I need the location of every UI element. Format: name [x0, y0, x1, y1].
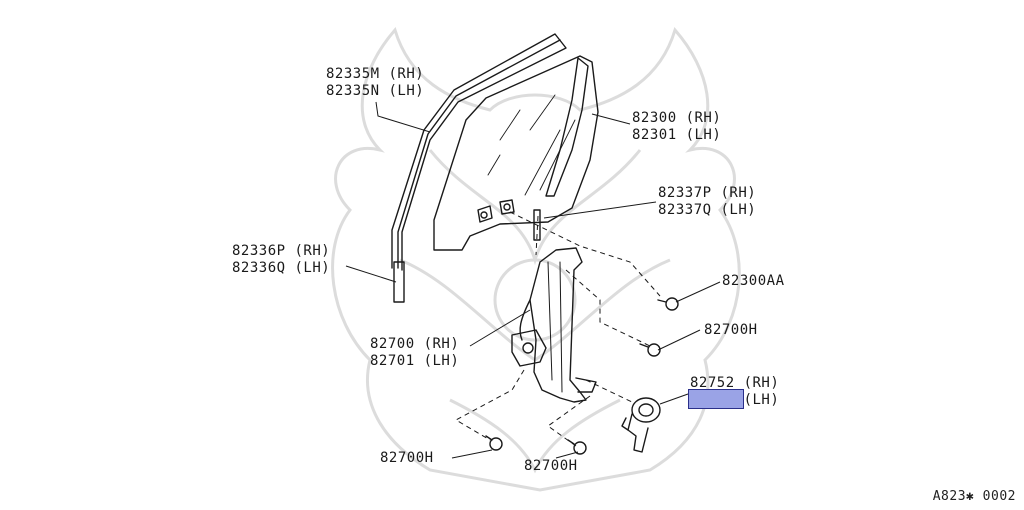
label-82336q: 82336Q (LH)	[232, 260, 331, 276]
label-82752: 82752 (RH)	[690, 375, 780, 391]
label-82700: 82700 (RH)	[370, 336, 460, 352]
front-sash	[393, 261, 405, 303]
window-regulator	[511, 247, 597, 403]
reference-code: A823✱ 0002	[932, 489, 1016, 504]
watermark-emblem	[331, 26, 741, 492]
label-82337q: 82337Q (LH)	[658, 202, 757, 218]
bolt-82700h-bottom-left	[485, 435, 503, 451]
leader-lines	[345, 101, 721, 459]
bolt-82700h-mid	[639, 343, 661, 357]
label-82336p: 82336P (RH)	[232, 243, 331, 259]
bolt-82300aa	[657, 297, 679, 311]
label-82335m: 82335M (RH)	[326, 66, 425, 82]
regulator-motor	[621, 397, 661, 453]
rear-sash	[533, 57, 589, 241]
door-glass	[433, 55, 599, 251]
label-82700h-bottom-center: 82700H	[524, 458, 578, 474]
label-82701: 82701 (LH)	[370, 353, 460, 369]
label-82335n: 82335N (LH)	[326, 83, 425, 99]
label-82300: 82300 (RH)	[632, 110, 722, 126]
label-82337p: 82337P (RH)	[658, 185, 757, 201]
dashed-assembly-lines	[454, 211, 661, 447]
highlight-selection[interactable]	[688, 389, 744, 409]
glass-brackets	[477, 199, 515, 223]
outer-run-channel	[391, 33, 567, 271]
label-82300aa: 82300AA	[722, 273, 785, 289]
label-82301: 82301 (LH)	[632, 127, 722, 143]
label-82700h-bottom-left: 82700H	[380, 450, 434, 466]
label-82700h-mid: 82700H	[704, 322, 758, 338]
